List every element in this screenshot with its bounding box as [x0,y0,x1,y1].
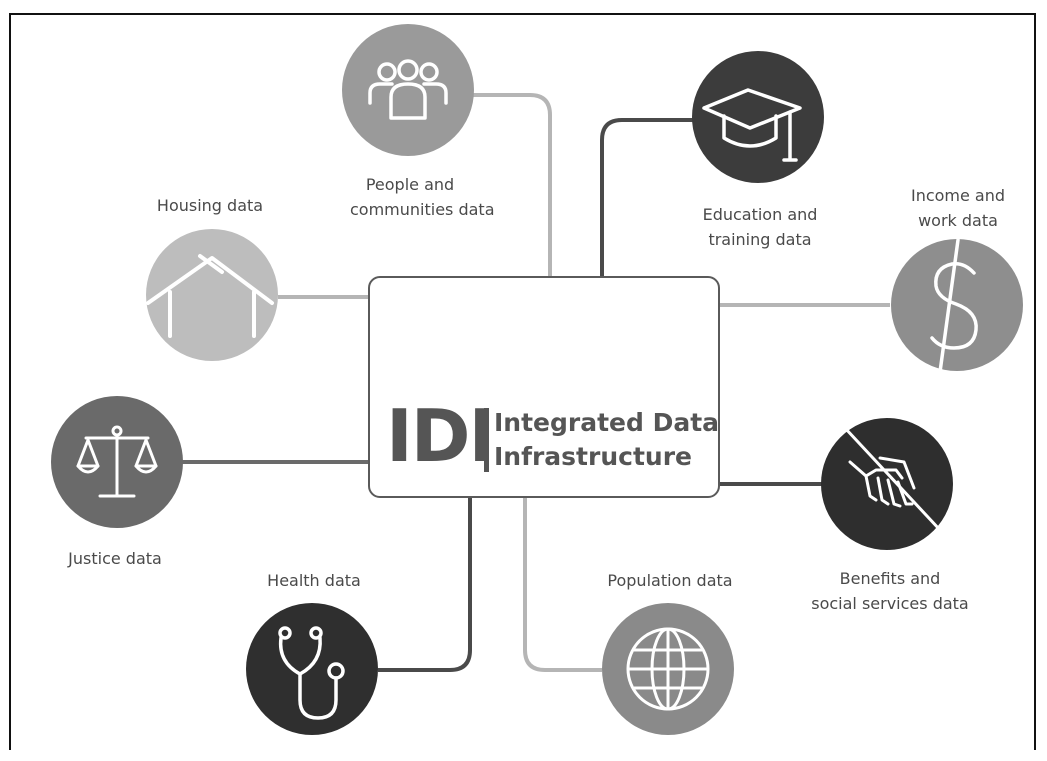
income-label-line1: Income and [910,186,1006,205]
people-circle [342,24,474,156]
health-node [246,603,378,735]
benefits-label-line2: social services data [811,594,969,613]
population-label-line1: Population data [607,571,733,590]
globe-icon [626,627,710,711]
justice-node [51,396,183,528]
health-label: Health data [244,568,384,593]
education-circle [692,51,824,183]
housing-circle [146,229,278,361]
justice-label: Justice data [45,546,185,571]
idi-name-line1: Integrated Data [494,408,720,437]
education-label: Education and training data [680,202,840,252]
house-icon [146,254,274,338]
idi-abbreviation: IDI [386,394,495,478]
idi-divider [484,408,489,472]
population-node [602,603,734,735]
people-label: People and communities data [350,172,495,222]
people-node [342,24,474,156]
housing-label-line1: Housing data [156,196,264,215]
connector-health [378,498,472,672]
benefits-node [821,418,953,550]
income-label: Income and work data [893,183,1023,233]
income-label-line2: work data [918,211,998,230]
handshake-icon [843,426,942,532]
idi-full-name: Integrated Data Infrastructure [494,406,719,474]
people-icon [368,59,448,120]
education-label-line2: training data [708,230,812,249]
connector-population [523,498,602,672]
education-node [692,51,824,183]
education-label-line1: Education and [702,205,818,224]
benefits-label: Benefits and social services data [800,566,980,616]
connector-education [600,118,694,276]
health-label-line1: Health data [267,571,361,590]
population-label: Population data [590,568,750,593]
benefits-label-line1: Benefits and [839,569,941,588]
stethoscope-icon [278,626,345,720]
housing-label: Housing data [140,193,280,218]
people-label-line1: People and [365,175,455,194]
scales-icon [76,425,158,498]
benefits-circle [821,418,953,550]
justice-label-line1: Justice data [68,549,162,568]
people-label-line2: communities data [350,200,495,219]
connector-people [468,93,552,276]
idi-name-line2: Infrastructure [494,442,692,471]
idi-center-box [368,276,720,498]
income-node [891,238,1023,374]
housing-node [146,229,278,361]
graduation-cap-icon [702,88,802,162]
dollar-icon [930,238,978,374]
health-circle [246,603,378,735]
